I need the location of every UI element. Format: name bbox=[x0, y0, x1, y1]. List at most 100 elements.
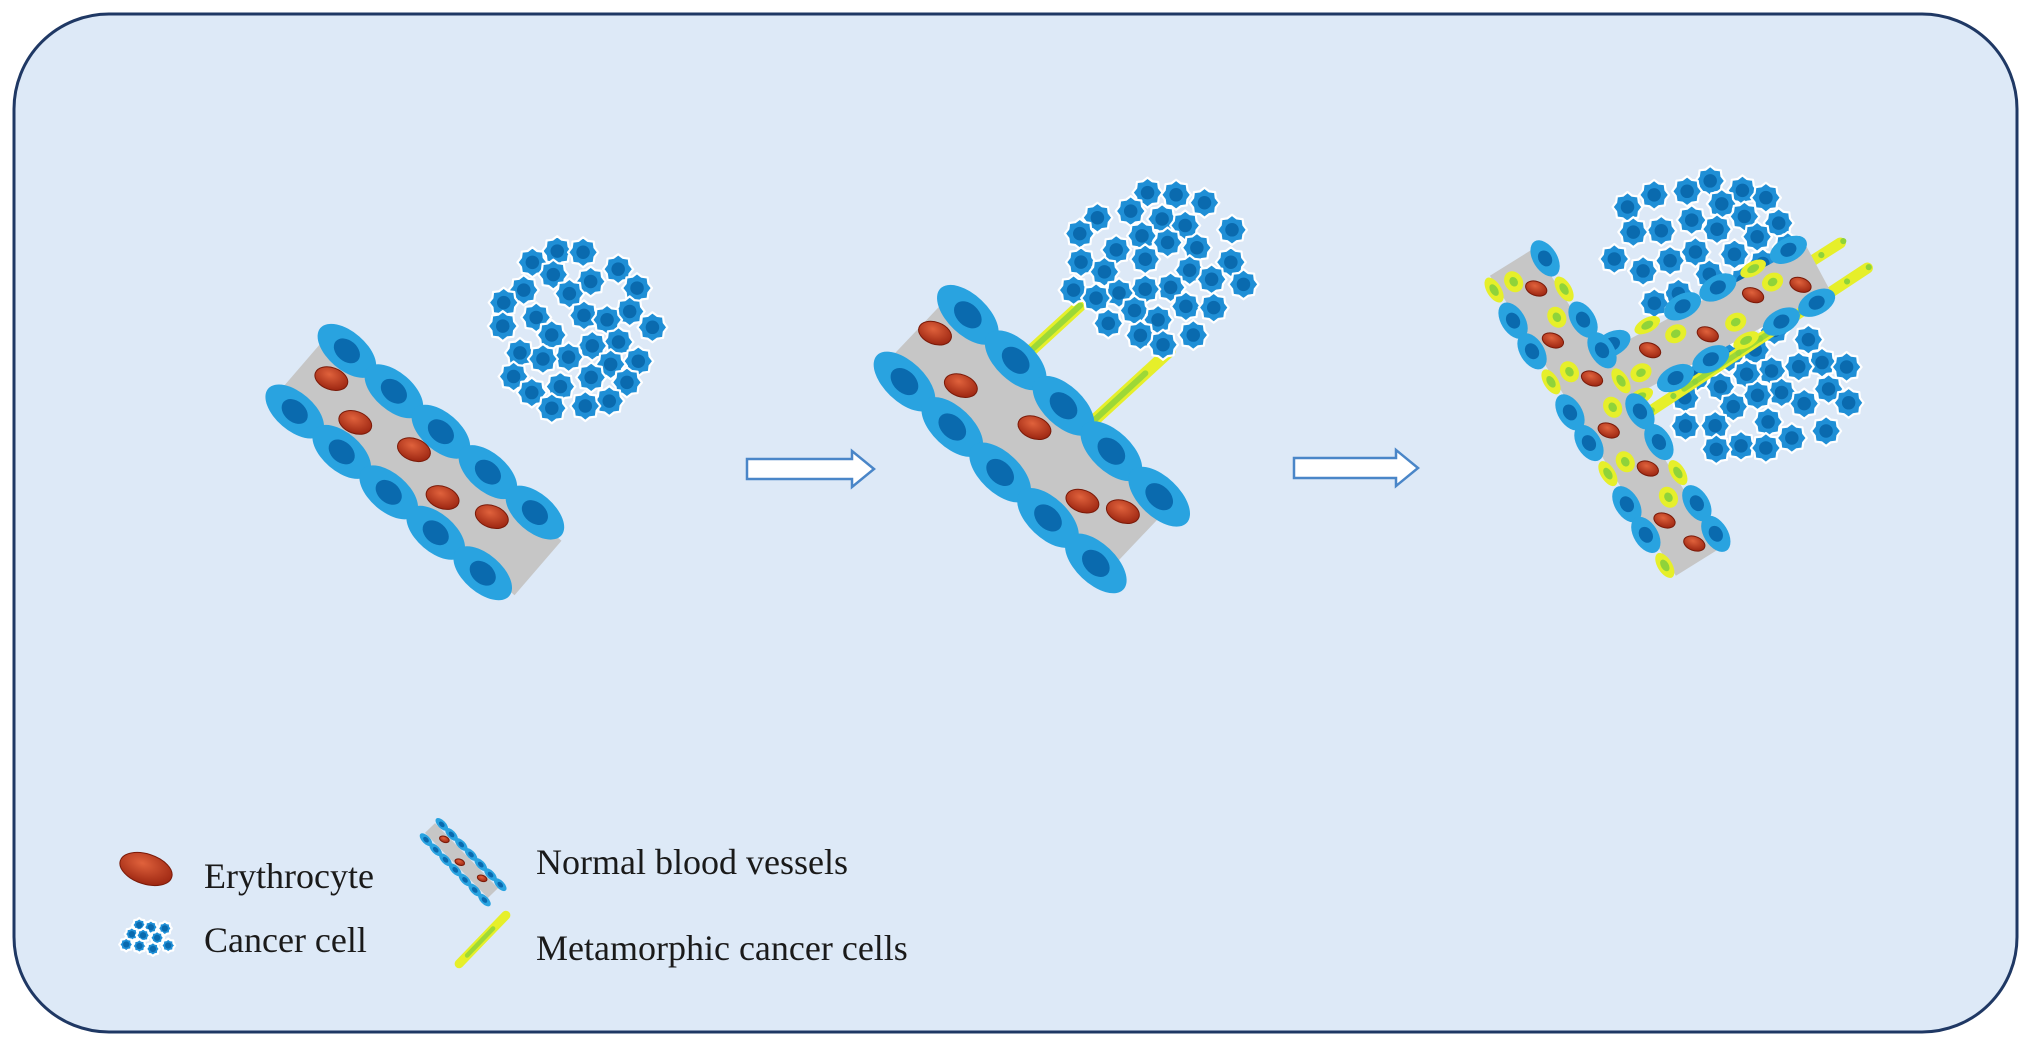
cancer-cell-nucleus bbox=[506, 369, 521, 384]
erythrocyte bbox=[439, 835, 450, 844]
endothelial-nucleus bbox=[458, 841, 465, 848]
cancer-cell bbox=[1792, 323, 1825, 356]
endothelial-nucleus bbox=[1702, 352, 1719, 367]
endothelial-nucleus bbox=[1575, 311, 1591, 328]
metamorphic-cell-nucleus bbox=[1740, 335, 1753, 345]
cancer-cell bbox=[118, 936, 135, 953]
cancer-cell-nucleus bbox=[1620, 200, 1635, 214]
metamorphic-cell-nucleus bbox=[1489, 284, 1499, 296]
metamorphic-cell-nucleus bbox=[1670, 329, 1681, 339]
cancer-cell-nucleus bbox=[1224, 255, 1238, 269]
endothelial-nucleus bbox=[1709, 280, 1726, 295]
endothelial-nucleus bbox=[328, 439, 355, 465]
vessel-lumen bbox=[278, 337, 562, 596]
endothelial-nucleus bbox=[1562, 404, 1578, 421]
cancer-cell-nucleus bbox=[583, 274, 598, 289]
cancer-cell-nucleus bbox=[1726, 399, 1741, 414]
endothelial-nucleus bbox=[1594, 342, 1610, 359]
erythrocyte bbox=[1789, 276, 1812, 293]
cancer-cell-nucleus bbox=[1074, 255, 1088, 269]
cancer-cell-nucleus bbox=[1764, 364, 1779, 378]
endothelial-nucleus bbox=[452, 866, 459, 873]
erythrocyte bbox=[1653, 512, 1676, 529]
cancer-cell bbox=[535, 392, 568, 425]
cancer-cell bbox=[535, 318, 568, 352]
cancer-cell-nucleus bbox=[577, 308, 591, 323]
cancer-cell-nucleus bbox=[525, 385, 539, 400]
endothelial-nucleus bbox=[281, 399, 308, 424]
legend-label-normal-blood-vessels: Normal blood vessels bbox=[536, 842, 848, 882]
cancer-cell-nucleus bbox=[550, 244, 564, 258]
endothelial-nucleus bbox=[1537, 250, 1553, 267]
cancer-cell bbox=[1617, 216, 1650, 249]
cancer-cell-nucleus bbox=[1163, 280, 1178, 295]
endothelial-nucleus bbox=[333, 338, 360, 364]
endothelial-nucleus bbox=[953, 301, 982, 329]
erythrocyte bbox=[454, 858, 466, 866]
cancer-cell bbox=[1151, 226, 1184, 259]
endothelial-nucleus bbox=[938, 413, 967, 441]
cancer-cell-nucleus bbox=[584, 370, 598, 385]
cancer-cell-nucleus bbox=[1801, 332, 1816, 347]
cancer-cell-nucleus bbox=[602, 394, 617, 408]
cancer-cell-nucleus bbox=[1182, 263, 1197, 278]
cancer-cell bbox=[575, 361, 608, 394]
stage-normal-vessel-and-tumor bbox=[265, 235, 669, 601]
cancer-cell-nucleus bbox=[149, 945, 157, 953]
metamorphic-cell-nucleus bbox=[1636, 368, 1646, 377]
metamorphic-cell-nucleus bbox=[1509, 276, 1518, 287]
cancer-cell bbox=[1832, 386, 1865, 419]
cancer-cell bbox=[1704, 370, 1737, 403]
cancer-cell bbox=[574, 265, 607, 298]
cancer-cell-nucleus bbox=[603, 357, 618, 372]
metamorphic-cell-nucleus bbox=[1660, 559, 1670, 572]
cancer-cell-nucleus bbox=[1156, 337, 1170, 352]
cancer-cell-nucleus bbox=[1678, 419, 1693, 433]
metamorphic-cell-nucleus bbox=[1818, 251, 1825, 259]
cancer-cell-nucleus bbox=[620, 375, 634, 390]
cancer-cell bbox=[1146, 328, 1180, 361]
metamorphic-cell-nucleus bbox=[1565, 366, 1574, 377]
metamorphic-cell-nucleus bbox=[1546, 376, 1556, 388]
cancer-cell bbox=[1188, 186, 1221, 219]
cancer-cell bbox=[1088, 255, 1121, 288]
cancer-cell-nucleus bbox=[1750, 388, 1765, 403]
stage-vasculogenic-mimicry-channels bbox=[873, 176, 1260, 594]
cancer-cell-nucleus bbox=[1066, 283, 1081, 297]
cancer-cell bbox=[123, 926, 140, 943]
cancer-cell bbox=[1227, 268, 1260, 301]
metamorphic-cell-nucleus bbox=[1673, 466, 1683, 479]
erythrocyte bbox=[425, 485, 460, 510]
cancer-cell bbox=[1752, 405, 1785, 438]
cancer-cell-nucleus bbox=[578, 399, 593, 413]
cancer-cell-nucleus bbox=[1090, 210, 1105, 225]
metamorphic-cell-nucleus bbox=[1559, 283, 1569, 295]
cancer-cell-nucleus bbox=[1737, 209, 1752, 224]
transition-arrows bbox=[745, 447, 1420, 490]
cancer-cell-nucleus bbox=[1774, 385, 1789, 400]
transition-arrow-2 bbox=[1292, 447, 1420, 489]
cancer-cell-nucleus bbox=[136, 921, 143, 929]
endothelial-nucleus bbox=[986, 458, 1014, 487]
endothelial-nucleus bbox=[497, 881, 504, 888]
cancer-cell-nucleus bbox=[576, 245, 590, 260]
metamorphic-cell-nucleus bbox=[1865, 264, 1872, 271]
cancer-cell-nucleus bbox=[1708, 418, 1722, 433]
endothelial-nucleus bbox=[1808, 295, 1825, 310]
cancer-cell-nucleus bbox=[1709, 442, 1724, 457]
cancer-cell-nucleus bbox=[1815, 355, 1829, 370]
cancer-cell bbox=[1080, 282, 1113, 315]
cancer-cell-nucleus bbox=[1089, 291, 1103, 305]
erythrocyte bbox=[1017, 415, 1052, 441]
cancer-cell-nucleus bbox=[1688, 245, 1703, 259]
mosaic-vessel-branch bbox=[1593, 235, 1836, 407]
metamorphic-channel bbox=[1074, 345, 1176, 439]
cancer-cell-nucleus bbox=[1771, 216, 1786, 230]
endothelial-nucleus bbox=[521, 500, 548, 526]
cancer-cell-nucleus bbox=[1607, 252, 1622, 266]
cancer-cell-nucleus bbox=[1101, 316, 1116, 331]
cancer-cell-nucleus bbox=[1127, 303, 1142, 318]
cancer-cell bbox=[1598, 242, 1631, 276]
cancer-cell-nucleus bbox=[544, 328, 559, 342]
endothelial-nucleus bbox=[1638, 526, 1653, 543]
